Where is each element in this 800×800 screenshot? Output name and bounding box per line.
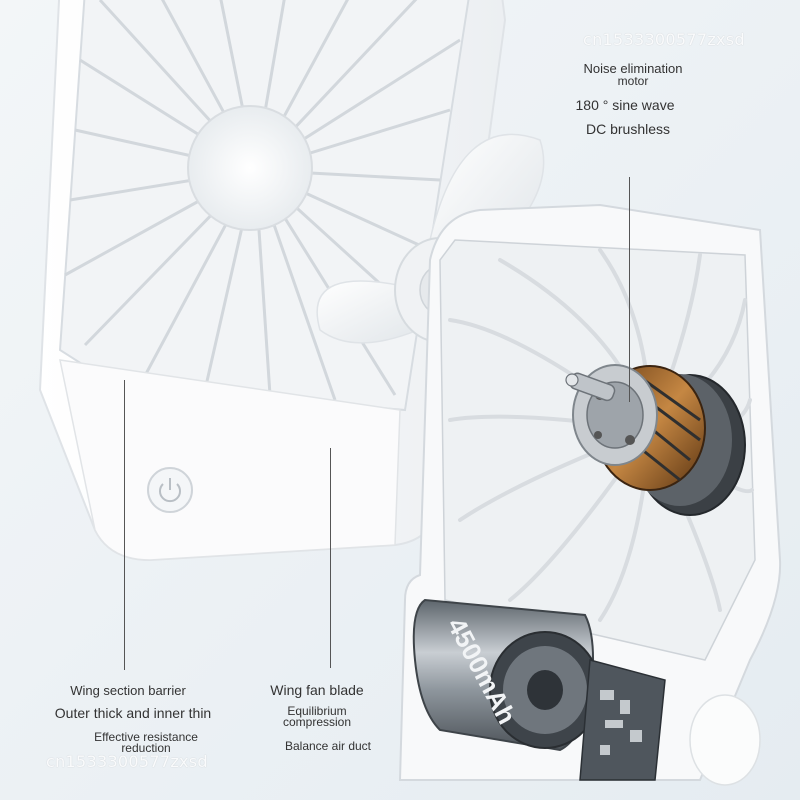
watermark-top: cn1533300577zxsd <box>583 30 745 49</box>
left-fan <box>38 0 507 562</box>
motor-leader-line <box>629 177 631 402</box>
brushless-motor <box>565 364 746 516</box>
blade-callout-line4: Balance air duct <box>284 739 372 753</box>
barrier-callout-line4: reduction <box>121 741 171 755</box>
barrier-callout-line1: Wing section barrier <box>70 683 186 698</box>
barrier-callout-line3: Effective resistance <box>94 730 198 744</box>
barrier-callout-line2: Outer thick and inner thin <box>54 705 212 721</box>
motor-callout-line3: 180 ° sine wave <box>575 97 675 113</box>
motor-callout-line1: Noise elimination <box>583 61 683 76</box>
blade-callout-line3: compression <box>282 715 352 729</box>
barrier-leader-line <box>124 380 126 670</box>
motor-callout-line2: motor <box>617 74 649 88</box>
blade-leader-line <box>330 448 332 668</box>
battery-cell: 4500mAh <box>412 598 666 781</box>
blade-callout-line1: Wing fan blade <box>270 682 364 698</box>
watermark-bottom: cn1533300577zxsd <box>46 752 208 771</box>
blade-callout-line2: Equilibrium <box>287 704 347 718</box>
motor-callout-line4: DC brushless <box>585 121 671 137</box>
right-fan-cutaway: 4500mAh <box>398 203 782 786</box>
